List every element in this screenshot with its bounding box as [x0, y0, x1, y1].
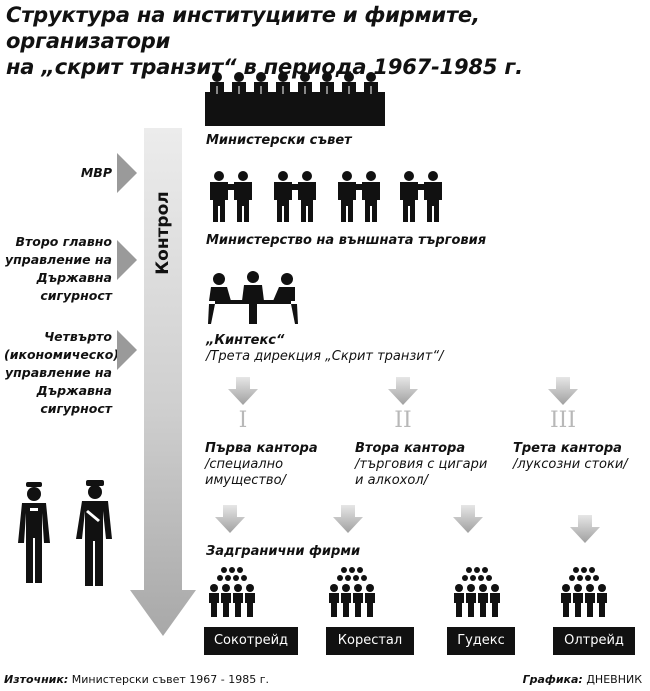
firm-sokotreid: Сокотрейд: [204, 627, 298, 655]
kintex-icon: [208, 271, 298, 324]
pointer-second-directorate: [117, 240, 137, 280]
source-text: Министерски съвет 1967 - 1985 г.: [71, 673, 269, 686]
arrow-to-office-2: [388, 377, 418, 405]
source-credit: Източник: Министерски съвет 1967 - 1985 …: [4, 673, 269, 687]
diagram-title: Структура на институциите и фирмите, орг…: [6, 2, 646, 80]
office-1-name: Първа кантора: [205, 441, 318, 456]
control-label-box: Контрол: [148, 178, 178, 288]
graphic-label: Графика:: [522, 673, 583, 686]
arrow-to-firms-2: [333, 505, 363, 533]
title-line-1: Структура на институциите и фирмите, орг…: [6, 3, 480, 53]
office-1-desc-2: имущество/: [205, 473, 286, 488]
office-3-desc-1: /луксозни стоки/: [513, 457, 628, 472]
ministry-label: Министерство на външната търговия: [206, 233, 487, 248]
firm-group-icon-3: [454, 567, 500, 617]
office-3-name: Трета кантора: [513, 441, 622, 456]
arrow-to-firms-4: [570, 515, 600, 543]
pointer-mvr: [117, 153, 137, 193]
firm-korestal: Корестал: [326, 627, 414, 655]
label-second-directorate: Второ главно управление на Държавна сигу…: [4, 234, 112, 303]
kintex-label: „Кинтекс“: [206, 333, 285, 348]
office-1: Първа кантора /специално имущество/: [205, 441, 355, 489]
pointer-fourth-directorate: [117, 330, 137, 370]
arrow-to-firms-1: [215, 505, 245, 533]
office-2-desc-1: /търговия с цигари: [355, 457, 488, 472]
firm-group-icon-2: [329, 567, 375, 617]
firm-group-icon-4: [561, 567, 607, 617]
arrow-to-firms-3: [453, 505, 483, 533]
graphic-credit: Графика: ДНЕВНИК: [523, 673, 642, 687]
firm-oltreid: Олтрейд: [553, 627, 635, 655]
firm-gudeks: Гудекс: [447, 627, 515, 655]
foreign-firms-label: Задгранични фирми: [206, 544, 361, 559]
office-2-desc-2: и алкохол/: [355, 473, 428, 488]
kintex-sub-label: /Трета дирекция „Скрит транзит“/: [206, 349, 444, 364]
ministry-icon: [210, 171, 442, 222]
office-2-name: Втора кантора: [355, 441, 466, 456]
arrow-to-office-1: [228, 377, 258, 405]
office-3-numeral: III: [549, 408, 577, 433]
firm-group-icon-1: [209, 567, 255, 617]
control-label: Контрол: [153, 191, 173, 275]
source-label: Източник:: [4, 673, 69, 686]
graphic-text: ДНЕВНИК: [586, 673, 642, 686]
council-icon: [205, 72, 385, 126]
arrow-to-office-3: [548, 377, 578, 405]
office-3: Трета кантора /луксозни стоки/: [513, 441, 648, 473]
label-mvr: МВР: [80, 165, 112, 180]
office-2-numeral: II: [394, 408, 412, 433]
officials-icon: [18, 480, 112, 586]
council-label: Министерски съвет: [206, 133, 352, 148]
office-2: Втора кантора /търговия с цигари и алкох…: [355, 441, 505, 489]
control-arrow: [130, 128, 196, 636]
office-1-desc-1: /специално: [205, 457, 284, 472]
label-fourth-directorate: Четвърто (икономическо) управление на Дъ…: [4, 329, 119, 416]
office-1-numeral: I: [238, 408, 248, 433]
